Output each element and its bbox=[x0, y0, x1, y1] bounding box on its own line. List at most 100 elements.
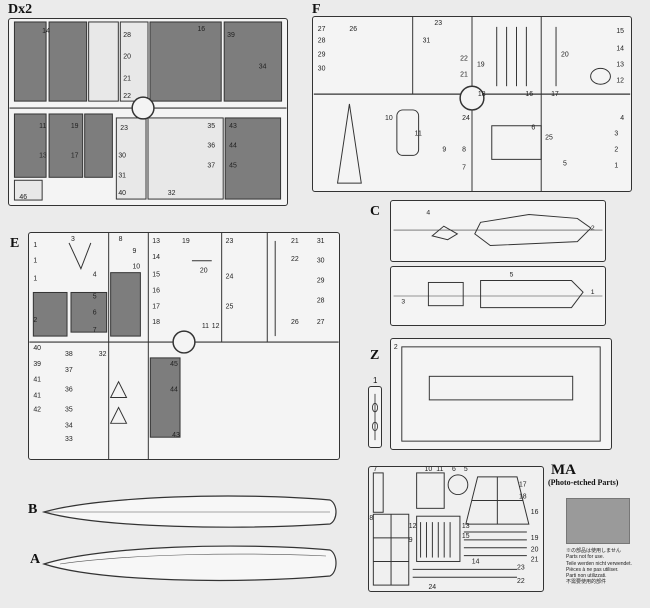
svg-text:20: 20 bbox=[531, 547, 539, 554]
svg-text:30: 30 bbox=[317, 258, 325, 265]
svg-text:9: 9 bbox=[132, 248, 136, 255]
svg-text:20: 20 bbox=[561, 52, 569, 59]
hull-b bbox=[41, 495, 337, 528]
svg-text:10: 10 bbox=[425, 467, 433, 473]
svg-text:26: 26 bbox=[349, 26, 357, 33]
svg-text:24: 24 bbox=[462, 115, 470, 122]
svg-text:7: 7 bbox=[93, 327, 97, 334]
svg-text:45: 45 bbox=[170, 361, 178, 368]
svg-text:3: 3 bbox=[614, 131, 618, 138]
svg-text:9: 9 bbox=[409, 537, 413, 544]
svg-text:27: 27 bbox=[318, 26, 326, 33]
svg-text:14: 14 bbox=[152, 254, 160, 261]
svg-text:4: 4 bbox=[93, 272, 97, 279]
svg-text:23: 23 bbox=[226, 238, 234, 245]
svg-text:8: 8 bbox=[119, 236, 123, 243]
svg-text:2: 2 bbox=[33, 317, 37, 324]
svg-text:13: 13 bbox=[152, 238, 160, 245]
svg-text:36: 36 bbox=[65, 387, 73, 394]
ma-note-fr: Pièces à ne pas utiliser. bbox=[566, 566, 619, 573]
svg-text:37: 37 bbox=[207, 162, 215, 169]
svg-text:44: 44 bbox=[170, 387, 178, 394]
sprue-e-label: E bbox=[10, 236, 20, 251]
sprue-z-part-1-drawing bbox=[372, 393, 378, 441]
svg-text:31: 31 bbox=[118, 172, 126, 179]
svg-text:19: 19 bbox=[182, 238, 190, 245]
svg-text:12: 12 bbox=[212, 323, 220, 330]
svg-text:45: 45 bbox=[229, 162, 237, 169]
svg-text:22: 22 bbox=[517, 578, 525, 585]
svg-text:24: 24 bbox=[226, 274, 234, 281]
svg-text:25: 25 bbox=[545, 135, 553, 142]
svg-text:14: 14 bbox=[472, 558, 480, 565]
svg-text:24: 24 bbox=[428, 584, 436, 591]
svg-text:43: 43 bbox=[172, 432, 180, 439]
svg-text:10: 10 bbox=[385, 115, 393, 122]
svg-text:30: 30 bbox=[118, 153, 126, 160]
sprue-z-label: Z bbox=[370, 348, 380, 363]
svg-text:13: 13 bbox=[39, 153, 47, 160]
svg-text:26: 26 bbox=[291, 319, 299, 326]
svg-text:35: 35 bbox=[65, 406, 73, 413]
ma-note-zh: 不需要使用的部件 bbox=[566, 579, 607, 586]
svg-text:15: 15 bbox=[152, 272, 160, 279]
svg-text:22: 22 bbox=[291, 256, 299, 263]
svg-text:14: 14 bbox=[42, 28, 50, 35]
svg-text:15: 15 bbox=[462, 533, 470, 540]
svg-text:11: 11 bbox=[202, 323, 209, 330]
sprue-z-part-number: 1 bbox=[373, 376, 378, 385]
sprue-z-part-1 bbox=[368, 386, 382, 448]
svg-text:39: 39 bbox=[33, 361, 41, 368]
hull-a bbox=[42, 545, 337, 582]
svg-text:43: 43 bbox=[229, 123, 237, 130]
svg-text:11: 11 bbox=[415, 131, 422, 138]
svg-text:12: 12 bbox=[616, 77, 624, 84]
svg-text:5: 5 bbox=[464, 467, 468, 473]
svg-text:22: 22 bbox=[460, 56, 468, 63]
svg-text:13: 13 bbox=[616, 61, 624, 68]
ma-notes: ※の部品は使用しません Parts not for use. Teile wer… bbox=[566, 548, 632, 586]
svg-text:19: 19 bbox=[477, 61, 485, 68]
svg-text:8: 8 bbox=[369, 515, 373, 522]
svg-text:6: 6 bbox=[93, 309, 97, 316]
sprue-z: 2 bbox=[390, 338, 612, 450]
svg-text:33: 33 bbox=[65, 436, 73, 443]
sprue-c-label: C bbox=[370, 204, 381, 219]
svg-text:17: 17 bbox=[71, 153, 79, 160]
svg-text:23: 23 bbox=[517, 564, 525, 571]
svg-text:37: 37 bbox=[65, 367, 73, 374]
ma-note-en: Parts not for use. bbox=[566, 554, 605, 561]
sprue-f-label: F bbox=[312, 2, 321, 17]
svg-text:5: 5 bbox=[510, 272, 514, 279]
svg-text:8: 8 bbox=[462, 146, 466, 153]
svg-text:23: 23 bbox=[120, 125, 128, 132]
svg-text:10: 10 bbox=[132, 264, 140, 271]
svg-text:28: 28 bbox=[123, 32, 131, 39]
svg-text:44: 44 bbox=[229, 143, 237, 150]
svg-text:34: 34 bbox=[259, 63, 267, 70]
svg-text:9: 9 bbox=[442, 146, 446, 153]
svg-text:40: 40 bbox=[33, 345, 41, 352]
svg-text:21: 21 bbox=[531, 556, 539, 563]
svg-text:3: 3 bbox=[401, 299, 405, 306]
svg-text:23: 23 bbox=[434, 20, 442, 27]
svg-text:2: 2 bbox=[394, 344, 398, 351]
svg-text:15: 15 bbox=[616, 28, 624, 35]
svg-text:42: 42 bbox=[33, 406, 41, 413]
svg-text:28: 28 bbox=[317, 297, 325, 304]
svg-text:41: 41 bbox=[33, 393, 41, 400]
svg-text:5: 5 bbox=[563, 160, 567, 167]
sprue-z-drawing: 2 bbox=[394, 344, 601, 442]
svg-text:28: 28 bbox=[318, 38, 326, 45]
svg-text:5: 5 bbox=[93, 293, 97, 300]
hull-a-label: A bbox=[30, 552, 41, 567]
svg-text:4: 4 bbox=[620, 115, 624, 122]
svg-text:1: 1 bbox=[33, 276, 37, 283]
ma-subtitle: (Photo-etched Parts) bbox=[548, 478, 619, 487]
svg-text:1: 1 bbox=[33, 258, 37, 265]
svg-text:38: 38 bbox=[65, 351, 73, 358]
